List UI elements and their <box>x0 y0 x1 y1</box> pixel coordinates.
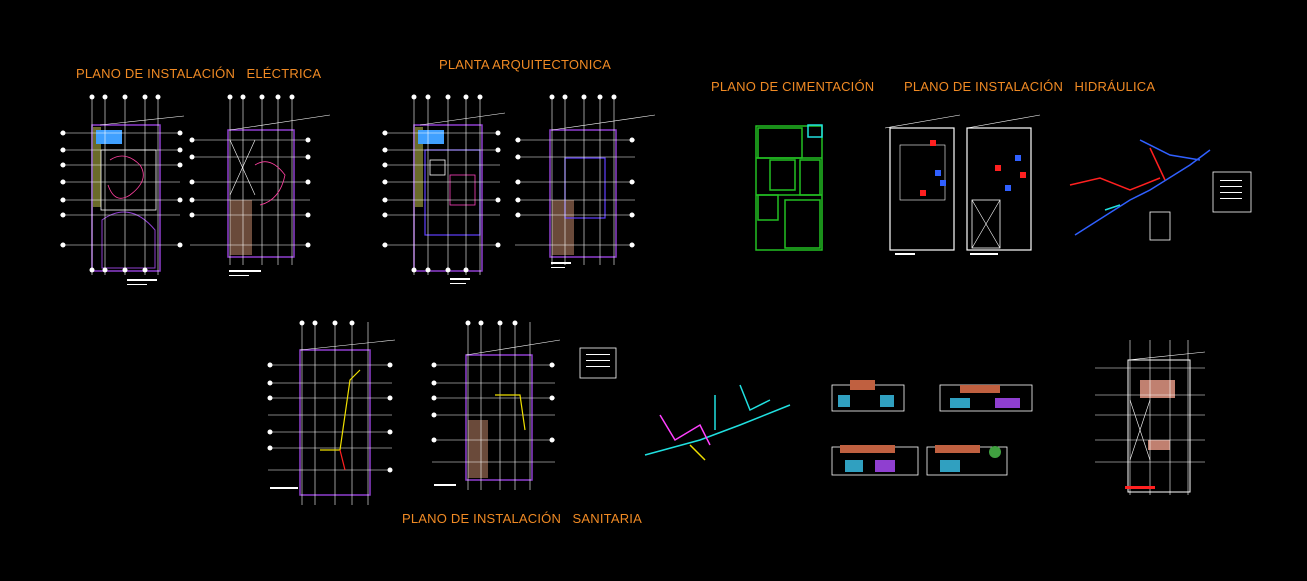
architectural-plan-ground-floor <box>382 94 506 284</box>
title-plano-sanitaria: PLANO DE INSTALACIÓN SANITARIA <box>402 511 642 526</box>
roof-structure-plan <box>1095 340 1206 495</box>
foundation-plan <box>755 124 823 251</box>
architectural-plan-upper-floor <box>515 94 656 268</box>
hydraulic-plan-ground-floor <box>884 114 961 255</box>
title-plano-electrica: PLANO DE INSTALACIÓN ELÉCTRICA <box>76 66 322 81</box>
sanitary-plan-ground-floor <box>267 320 396 505</box>
title-plano-hidraulica: PLANO DE INSTALACIÓN HIDRÁULICA <box>904 79 1156 94</box>
hydraulic-isometric <box>1069 139 1252 241</box>
facade-elevations <box>831 380 1033 476</box>
title-planta-arquitectonica: PLANTA ARQUITECTONICA <box>439 57 612 72</box>
electrical-plan-upper-floor <box>189 94 331 276</box>
electrical-plan-ground-floor <box>60 94 185 285</box>
hydraulic-plan-upper-floor <box>966 114 1041 255</box>
sanitary-plan-upper-floor <box>431 320 617 490</box>
sanitary-isometric <box>644 384 791 461</box>
title-plano-cimentacion: PLANO DE CIMENTACIÓN <box>711 79 875 94</box>
